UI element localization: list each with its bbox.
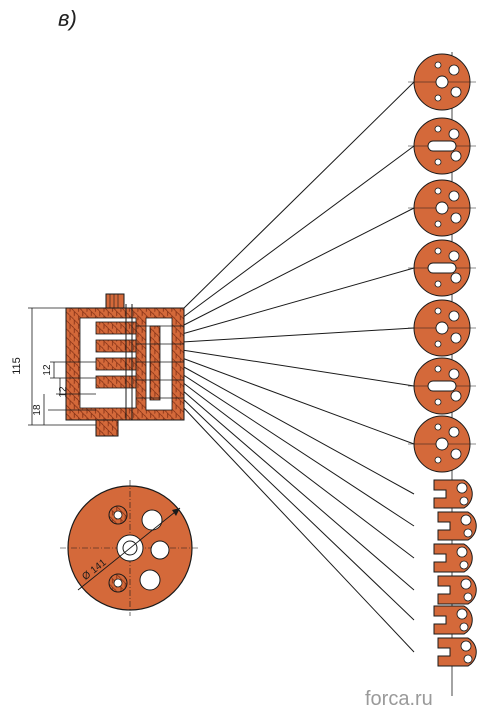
figure-label: в): [58, 6, 77, 31]
dim-12-upper: 12: [42, 364, 53, 376]
connection-lines: [181, 81, 415, 653]
contact-disc-round: [408, 299, 476, 357]
dimension-lines: [28, 307, 96, 426]
fan-line: [181, 327, 415, 343]
fan-line: [181, 357, 415, 445]
contact-disc-notched: [437, 511, 477, 541]
fan-line: [181, 145, 415, 319]
contact-disc-notched: [433, 479, 473, 509]
dim-115: 115: [11, 357, 23, 375]
dim-18: 18: [32, 404, 43, 416]
fan-line: [181, 349, 415, 387]
contact-disc-column: [408, 53, 477, 667]
fan-line: [181, 381, 415, 559]
switch-foot: [95, 419, 119, 437]
contact-disc-round: [408, 179, 476, 237]
contact-disc-notched: [433, 543, 473, 573]
contact-disc-notched: [433, 605, 473, 635]
switch-section-view: [65, 293, 185, 437]
fan-line: [181, 389, 415, 591]
fan-line: [181, 267, 415, 335]
contact-disc-round: [408, 117, 476, 175]
switch-top-view: [60, 480, 200, 616]
contact-disc-round: [408, 357, 476, 415]
fan-line: [181, 207, 415, 327]
contact-disc-notched: [437, 575, 477, 605]
contact-disc-round: [408, 239, 476, 297]
fan-line: [181, 373, 415, 527]
fan-line: [181, 397, 415, 621]
knob-top: [105, 293, 125, 309]
fan-line: [181, 81, 415, 311]
fan-line: [181, 405, 415, 653]
watermark-text: forca.ru: [365, 688, 433, 710]
fan-line: [181, 365, 415, 495]
contact-disc-notched: [437, 637, 477, 667]
dim-12-middle: 12: [58, 386, 69, 398]
contact-disc-round: [408, 415, 476, 473]
contact-disc-round: [408, 53, 476, 111]
